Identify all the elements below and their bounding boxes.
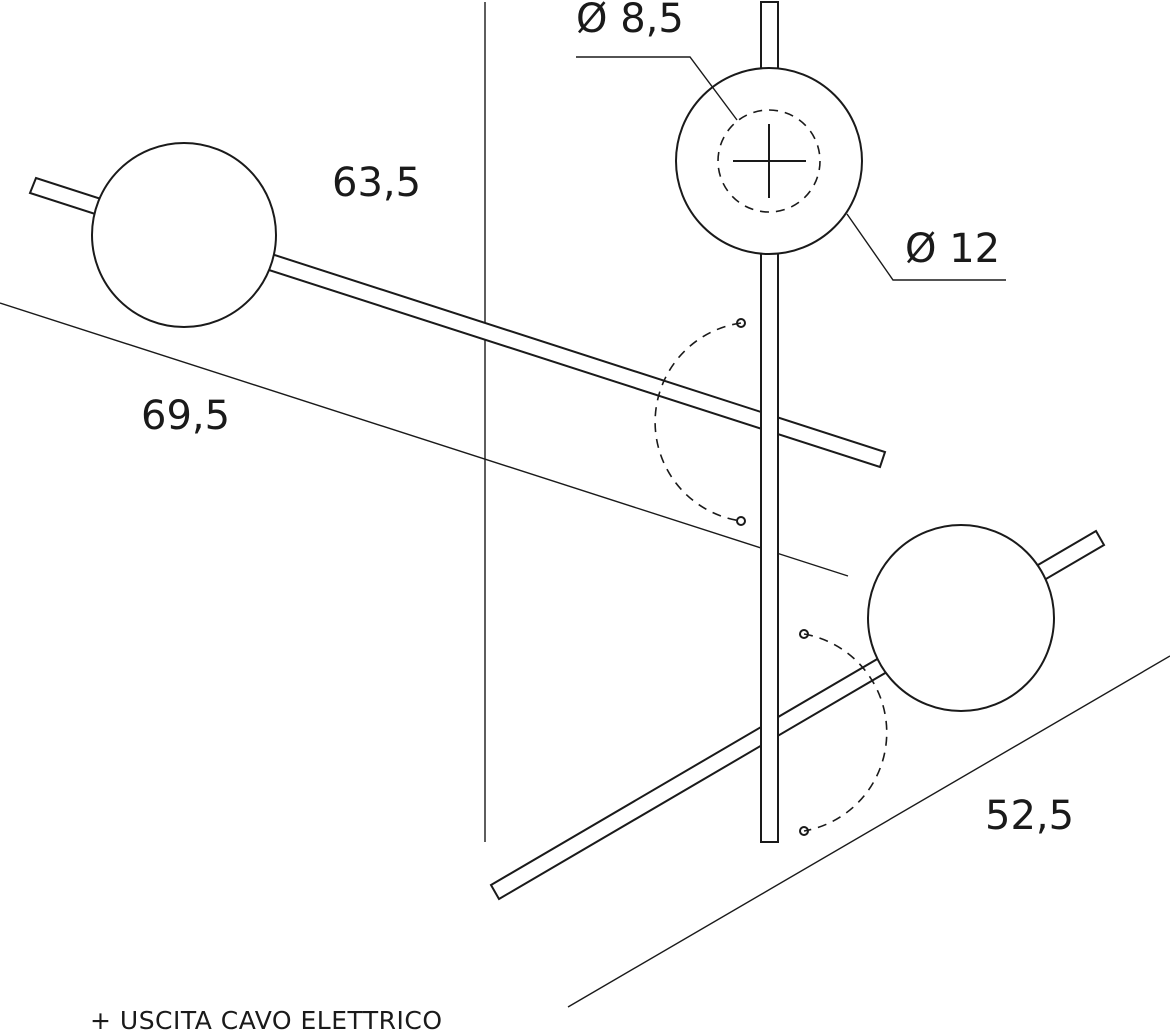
sphere-diameter-label: Ø 12: [905, 226, 1000, 272]
lower-arc-dot-top: [799, 629, 809, 639]
upper-rotation-arc: [654, 322, 742, 522]
cable-exit-note: + USCITA CAVO ELETTRICO: [90, 1006, 443, 1031]
lower-arm-length-label: 52,5: [985, 793, 1074, 839]
lower-arc-dot-bottom: [799, 826, 809, 836]
upper-arm-length-label: 69,5: [141, 393, 230, 439]
sphere-diameter-leader: [846, 213, 1006, 281]
top-hole-diameter-label: Ø 8,5: [576, 0, 684, 42]
vertical-rod-length-label: 63,5: [332, 160, 421, 206]
lower-right-sphere: [867, 524, 1055, 712]
upper-left-sphere: [91, 142, 277, 328]
lower-arm-dimension-line: [567, 655, 1170, 1008]
upper-arc-dot-top: [736, 318, 746, 328]
hole-diameter-leader: [576, 56, 738, 121]
upper-arm-dimension-line: [0, 302, 849, 577]
hole-dashed-circle: [717, 109, 821, 213]
upper-arc-dot-bottom: [736, 516, 746, 526]
